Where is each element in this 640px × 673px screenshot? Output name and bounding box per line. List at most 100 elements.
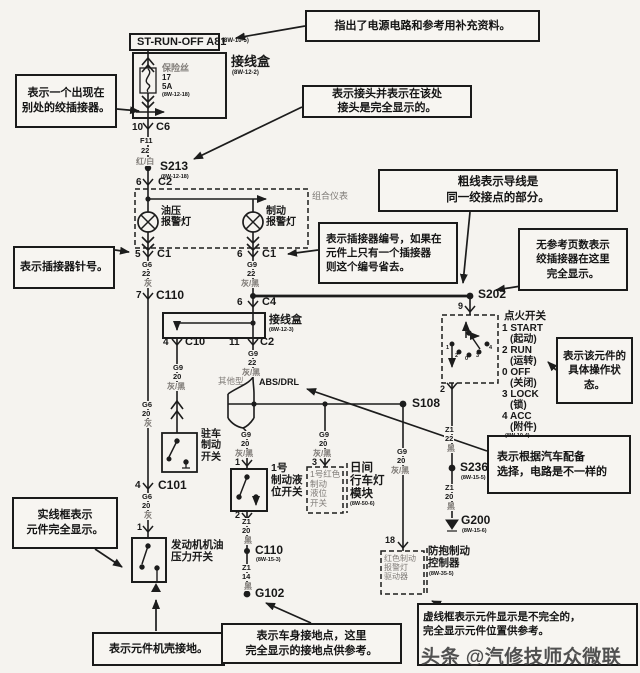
- red-fluid-pin3-connector-icon: [319, 458, 331, 467]
- wire-z1-20-a: Z1: [241, 517, 252, 527]
- c110-connector-icon: [142, 292, 154, 301]
- arrow-operate-state: [547, 361, 558, 372]
- splice-s202-dot: [466, 292, 474, 300]
- wire-z1-20-a-gauge: 20: [241, 526, 252, 536]
- wire-g9-22-b-color: 灰/黑: [241, 368, 262, 378]
- connector-c101: C101: [158, 478, 187, 492]
- arrow-thick-wire: [459, 211, 471, 284]
- ref-8w-10-5: (8W-10-5): [222, 38, 249, 44]
- connector-c6: C6: [156, 121, 171, 133]
- oil-switch-label: 发动机机油 压力开关: [171, 539, 224, 563]
- wire-g9-20-b2-gauge: 20: [318, 439, 329, 449]
- wire-g9-22-a: G9: [246, 260, 259, 270]
- pin-4-c101: 4: [135, 480, 141, 491]
- wire-g6-20-a-gauge: 20: [141, 409, 152, 419]
- junction-box2-label: 接线盒: [269, 314, 302, 326]
- fuse-label: 保险丝: [162, 63, 190, 73]
- sw-pos-4: 4: [489, 345, 493, 351]
- fuse-icon: [139, 67, 157, 94]
- wire-g9-20-park-color: 灰/黑: [166, 382, 187, 392]
- callout-dashed-frame: 虚线框表示元件显示是不完全的， 完全显示元件位置供参考。: [417, 603, 638, 666]
- callout-body-ground: 表示车身接地点，这里 完全显示的接地点供参考。: [221, 623, 402, 664]
- ref-8w-10-4: (8W-10-4): [505, 433, 530, 439]
- pin-1-fluid: 1: [235, 457, 241, 467]
- sw-pos-0: 0: [465, 356, 469, 362]
- pin-4-c10: 4: [163, 337, 169, 348]
- connector-c110: C110: [156, 288, 185, 302]
- wire-g9-22-a-gauge: 22: [246, 269, 257, 279]
- callout-operate-state: 表示该元件的 具体操作状态。: [556, 337, 633, 404]
- ref-8w-12-18-fuse: (8W-12-18): [162, 92, 190, 98]
- c10-connector-icon: [171, 338, 183, 347]
- c4-connector-icon: [247, 300, 259, 309]
- ignition-switch-icon: [448, 321, 490, 368]
- wire-g9-20-park-gauge: 20: [172, 372, 183, 382]
- junction-box-label: 接线盒: [231, 54, 271, 69]
- warning-driver-box: [380, 550, 425, 595]
- pos-3-lock: 3 LOCK: [502, 389, 539, 400]
- wires: [136, 50, 471, 594]
- wire-z1-20-b: Z1: [444, 483, 455, 493]
- arrow-connector-full: [193, 106, 303, 160]
- wire-z1-22-color: 黑: [446, 444, 456, 454]
- pos-1-start: 1 START: [502, 323, 543, 334]
- pin-3: 3: [312, 457, 318, 467]
- pos-4-acc-cn: (附件): [510, 422, 537, 433]
- wire-z1-14-color: 黑: [243, 582, 253, 592]
- c1-right-connector-icon: [247, 250, 259, 259]
- wire-z1-14: Z1: [241, 563, 252, 573]
- c2-connector-icon: [142, 178, 154, 187]
- wire-g9-20-b3-gauge: 20: [396, 456, 407, 466]
- pin-6-c1: 6: [237, 249, 243, 260]
- fuse-number: 17: [162, 73, 171, 82]
- sw-pos-2: 2: [455, 353, 459, 359]
- junction-box-2: [162, 312, 266, 339]
- callout-connector-full: 表示接头并表示在该处 接头是完全显示的。: [302, 85, 472, 118]
- connector-c10: C10: [185, 336, 206, 348]
- pos-3-lock-cn: (锁): [510, 400, 527, 411]
- twisted-wire-icon: [170, 399, 184, 420]
- splice-s108: S108: [412, 396, 441, 410]
- wire-g9-20-b3-color: 灰/黑: [390, 466, 411, 476]
- connector-c2-b: C2: [260, 336, 275, 348]
- wire-g6-20-b-color: 灰: [143, 511, 153, 521]
- wire-f11: F11: [139, 136, 154, 146]
- ground-g102: G102: [255, 586, 285, 600]
- red-fluid-switch-label: 1号红色 制动 液位 开关: [310, 469, 341, 508]
- wire-z1-22: Z1: [444, 425, 455, 435]
- pin-9: 9: [458, 301, 464, 311]
- wire-g9-20-b2: G9: [318, 430, 331, 440]
- power-source-box: [129, 33, 220, 51]
- oil-pin-connector-icon: [142, 525, 154, 534]
- wire-f11-gauge: 22: [140, 146, 151, 156]
- sw-pos-3: 3: [476, 353, 480, 359]
- brake-warning-lamp-icon: [242, 211, 264, 233]
- wire-z1-20-a-color: 黑: [243, 536, 253, 546]
- pin-6-c2: 6: [136, 177, 142, 188]
- splice-s108-dot: [399, 400, 407, 408]
- wire-f11-color: 红/白: [135, 157, 156, 167]
- callout-power-note: 指出了电源电路和参考用补充资料。: [305, 10, 540, 42]
- callout-pin-number: 表示插接器针号。: [13, 246, 115, 289]
- fluid-switch-box: [230, 468, 268, 512]
- fluid-switch-label: 1号 制动液 位开关: [271, 462, 303, 498]
- ign-pin2-connector-icon: [446, 382, 458, 391]
- st-run-off-a81-label: ST-RUN-OFF A81: [137, 36, 227, 48]
- pin-2-ign: 2: [440, 384, 446, 394]
- connector-c110-b: C110: [255, 543, 284, 557]
- fluid-pin1-connector-icon: [241, 459, 253, 468]
- c2b-connector-icon: [247, 338, 259, 347]
- pin-11: 11: [229, 337, 240, 348]
- ground-g102-dot: [243, 590, 251, 598]
- callout-vehicle-config: 表示根据汽车配备 选择，电路是不一样的: [487, 435, 631, 494]
- wire-z1-22-gauge: 22: [444, 434, 455, 444]
- junction-box-1: [132, 52, 227, 119]
- c1-left-connector-icon: [142, 250, 154, 259]
- splice-dots: [144, 164, 474, 598]
- cluster-label: 组合仪表: [312, 191, 349, 201]
- wire-g9-20-b2-color: 灰/黑: [312, 449, 333, 459]
- c110b-dot: [244, 548, 250, 554]
- ref-8w-15-5: (8W-15-5): [461, 475, 486, 481]
- arrow-connector-id: [287, 248, 319, 257]
